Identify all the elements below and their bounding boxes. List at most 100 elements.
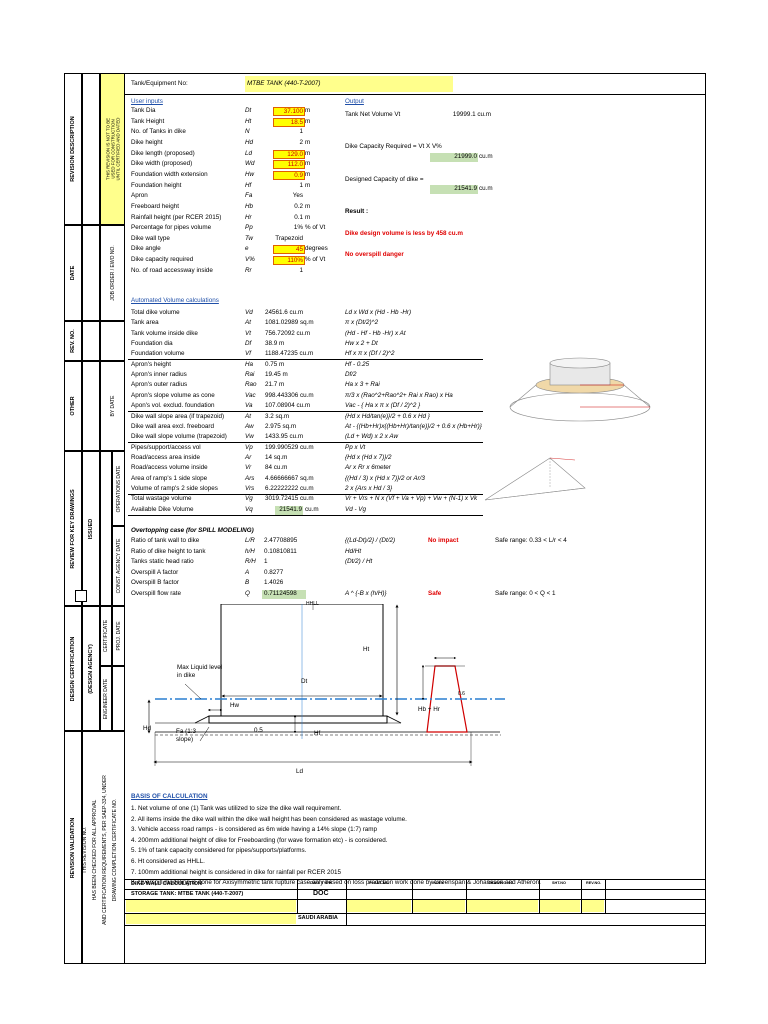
auto-value: 1081.02989 sq.m: [265, 319, 314, 327]
auto-symbol: Vrs: [245, 484, 255, 492]
ld-label: Ld: [296, 768, 304, 775]
auto-symbol: Vf: [245, 350, 251, 358]
op-date-cell-a: [100, 451, 112, 606]
result-line-1: Dike design volume is less by 458 cu.m: [345, 230, 463, 237]
auto-divider: [128, 493, 483, 495]
issued-checkbox[interactable]: [75, 590, 87, 602]
ht-label: Ht: [363, 646, 370, 653]
date-cell: DATE: [64, 225, 82, 321]
designed-capacity-label: Designed Capacity of dike =: [345, 176, 424, 183]
issued-label: ISSUED: [88, 518, 94, 539]
validation-line-4: DRAWING COMPLETION CERTIFICATE NO.: [112, 798, 118, 902]
designed-capacity-value: 21541.9: [430, 185, 478, 194]
input-unit: m: [305, 170, 311, 178]
auto-label: Volume of ramp's 2 side slopes: [131, 484, 218, 492]
basis-item: 2. All items inside the dike wall within…: [131, 815, 407, 823]
auto-value: 0.75 m: [265, 360, 285, 368]
basis-item: 5. 1% of tank capacity considered for pi…: [131, 847, 307, 855]
overtopping-value: 2.47708895: [264, 537, 298, 544]
result-line-2: No overspill danger: [345, 251, 404, 258]
auto-formula: (Ld + Wd) x 2 x Aw: [345, 433, 399, 441]
auto-value: 6.22222222 cu.m: [265, 484, 314, 492]
input-value-field[interactable]: 45: [273, 245, 305, 255]
input-value-field[interactable]: 129.0: [273, 149, 305, 159]
input-unit: % of Vt: [305, 256, 326, 264]
auto-value: 14 sq.m: [265, 453, 288, 461]
input-value-field[interactable]: 37.100: [273, 107, 305, 116]
proj-date-label: PROJ. DATE: [115, 621, 122, 651]
input-value-field[interactable]: 0.9: [273, 170, 305, 180]
auto-value: 84 cu.m: [265, 464, 288, 472]
index-label: INDEX: [432, 881, 444, 885]
auto-value: 21.7 m: [265, 381, 285, 389]
auto-value: 3019.72415 cu.m: [265, 495, 314, 503]
overtopping-label: Overspill A factor: [131, 568, 179, 576]
input-unit: m: [305, 202, 311, 210]
blank-cell-4: [100, 321, 125, 361]
tank-label: Tank/Equipment No:: [131, 80, 188, 87]
input-unit: m: [305, 213, 311, 221]
auto-label: Tank volume inside dike: [131, 329, 198, 337]
input-symbol: N: [245, 128, 250, 136]
input-symbol: Wd: [245, 160, 255, 168]
hbhr-label: Hb + Hr: [418, 706, 440, 713]
auto-symbol: Vq: [245, 505, 253, 513]
job-order-label: JOB ORDER / EWO NO.: [109, 245, 116, 301]
basis-item: 4. 200mm additional height of dike for F…: [131, 836, 388, 844]
overtopping-title: Overtopping case (for SPILL MODELING): [131, 527, 254, 534]
auto-title: Automated Volume calculations: [131, 297, 219, 304]
inputs-title: User inputs: [131, 98, 163, 105]
auto-symbol: Ars: [245, 474, 255, 482]
input-label: No. of road accessway inside: [131, 266, 213, 274]
input-unit: m: [305, 107, 311, 114]
input-value-field[interactable]: 18.5: [273, 117, 305, 127]
auto-label: Dike wall slope volume (trapezoid): [131, 433, 227, 441]
input-label: Rainfall height (per RCER 2015): [131, 213, 222, 221]
designed-capacity-unit: cu.m: [479, 185, 493, 192]
title-line-2: STORAGE TANK: MTBE TANK (440-T-2007): [131, 891, 244, 897]
net-volume-label: Tank Net Volume Vt: [345, 111, 401, 118]
certificate-label: CERTIFICATE: [103, 619, 109, 653]
overtopping-status: No impact: [428, 537, 459, 544]
input-symbol: Hf: [245, 181, 252, 189]
input-unit: m: [305, 117, 311, 125]
auto-divider: [128, 359, 483, 361]
input-value: 0.1: [294, 213, 303, 221]
fa-label: Fa (1:3: [176, 728, 196, 735]
dwg-type-value: DOC: [313, 890, 329, 897]
input-symbol: Hr: [245, 213, 252, 221]
blank-cell-2: [82, 225, 100, 321]
input-label: Percentage for pipes volume: [131, 224, 212, 232]
revision-note: THIS REVISION IS NOT TO BE USED FOR CONS…: [105, 117, 120, 181]
auto-value: 19.45 m: [265, 371, 288, 379]
capacity-required-label: Dike Capacity Required = Vt X V%: [345, 143, 442, 150]
date-label: DATE: [70, 265, 76, 281]
auto-label: Apron's outer radius: [131, 381, 188, 389]
auto-symbol: Vac: [245, 391, 256, 399]
input-symbol: Tw: [245, 234, 253, 242]
input-symbol: Ht: [245, 117, 252, 125]
auto-label: Pipes/support/access vol: [131, 443, 201, 451]
basis-item: 6. Ht considered as HHLL.: [131, 858, 205, 865]
overtopping-range: Safe range: 0 < Q < 1: [495, 590, 556, 597]
input-unit: % of Vt: [305, 224, 326, 232]
auto-symbol: At: [245, 319, 251, 327]
input-symbol: Hw: [245, 170, 255, 178]
overtopping-symbol: A: [245, 568, 250, 576]
auto-formula: {Hd x (Hd x 7)}/2: [345, 453, 392, 461]
engineer-date-label: ENGINEER DATE: [103, 678, 109, 719]
revision-description-cell: REVISION DESCRIPTION: [64, 73, 82, 225]
dike-section-diagram: [147, 604, 505, 766]
hw-label: Hw: [230, 702, 240, 709]
certificate-cell: CERTIFICATE: [100, 606, 112, 666]
input-value-field[interactable]: 110%: [273, 256, 305, 266]
input-value-field[interactable]: 112.0: [273, 160, 305, 170]
input-unit: m: [305, 181, 311, 189]
auto-formula: At - {(Hb+Hr)x{(Hb+Hr)/tan(e)}/2 + 0.6 x…: [345, 422, 482, 430]
job-order-cell: JOB ORDER / EWO NO.: [100, 225, 125, 321]
engineer-date-cell: ENGINEER DATE: [100, 666, 112, 731]
by-date-label: BY DATE: [109, 395, 116, 417]
auto-value: 24561.6 cu.m: [265, 309, 304, 316]
by-date-cell: BY DATE: [100, 361, 125, 451]
design-certification-label: DESIGN CERTIFICATION: [70, 636, 76, 701]
